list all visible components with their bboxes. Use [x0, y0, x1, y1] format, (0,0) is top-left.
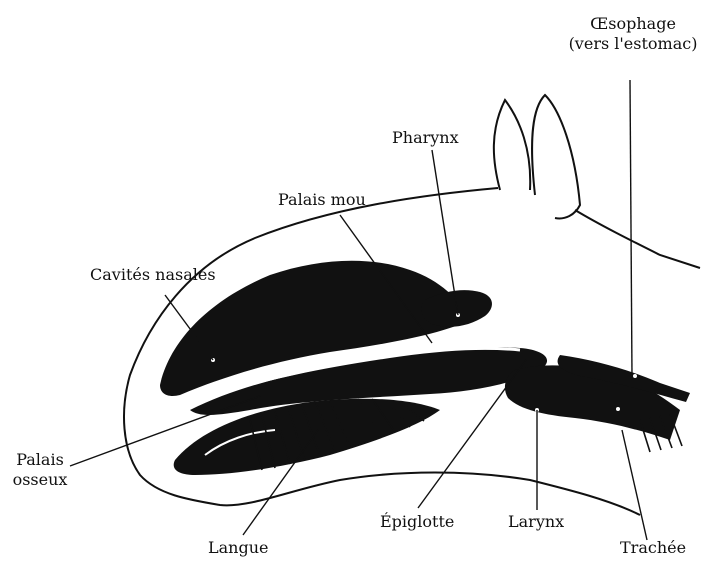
label-oesophage-line2: (vers l'estomac) — [568, 34, 698, 54]
label-oesophage-line1: Œsophage — [568, 14, 698, 34]
label-langue: Langue — [208, 538, 268, 558]
label-palais-osseux-line2: osseux — [4, 470, 76, 490]
right-ear — [532, 95, 580, 218]
neck-outline — [575, 210, 700, 268]
label-pharynx: Pharynx — [392, 128, 459, 148]
label-larynx: Larynx — [508, 512, 564, 532]
label-oesophage: Œsophage (vers l'estomac) — [568, 14, 698, 54]
leader-oesophage — [630, 80, 632, 376]
leader-trachee — [622, 430, 647, 540]
label-epiglotte: Épiglotte — [380, 512, 454, 532]
label-trachee: Trachée — [620, 538, 686, 558]
label-palais-osseux: Palais osseux — [4, 450, 76, 490]
label-palais-osseux-line1: Palais — [4, 450, 76, 470]
label-palais-mou: Palais mou — [278, 190, 366, 210]
left-ear — [494, 100, 530, 190]
label-cavites-nasales: Cavités nasales — [90, 265, 216, 285]
